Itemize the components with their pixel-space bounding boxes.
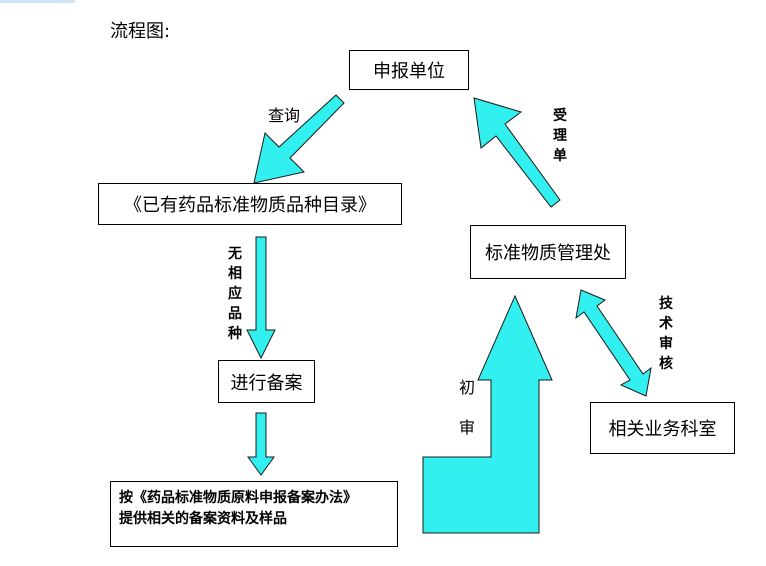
node-department: 相关业务科室: [590, 402, 735, 454]
edge-label-no-variety: 无相应品种: [228, 246, 242, 342]
tech-review-arrow: [575, 289, 652, 397]
query-arrow: [253, 94, 345, 184]
edge-label-query: 查询: [268, 106, 301, 125]
filing-arrow: [247, 412, 275, 476]
edge-label-first-review: 初审: [458, 378, 475, 437]
node-catalog: 《已有药品标准物质品种目录》: [98, 183, 402, 225]
node-instruction: 按《药品标准物质原料申报备案办法》 提供相关的备案资料及样品: [110, 481, 398, 547]
instruction-line-1: 按《药品标准物质原料申报备案办法》: [119, 490, 357, 506]
no-variety-arrow: [246, 236, 276, 360]
diagram-title: 流程图:: [110, 21, 171, 42]
first-review-arrow: [422, 294, 553, 534]
top-accent-bar: [0, 0, 75, 3]
edge-label-tech-review: 技术审核: [659, 296, 673, 372]
edge-label-accept: 受理单: [553, 108, 567, 164]
node-filing: 进行备案: [218, 360, 315, 403]
accept-arrow: [473, 97, 561, 208]
instruction-line-2: 提供相关的备案资料及样品: [119, 511, 287, 527]
node-apply-unit: 申报单位: [349, 50, 469, 90]
node-management: 标准物质管理处: [470, 225, 626, 279]
